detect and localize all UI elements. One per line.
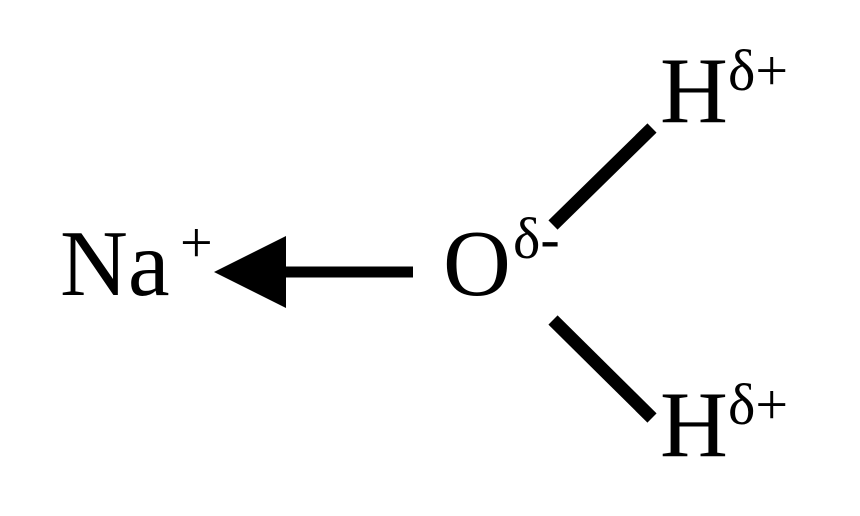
bond-o-h-top [548,123,657,230]
hydrogen-top-charge: δ+ [728,38,788,103]
oxygen-charge: δ- [513,206,560,271]
hydrogen-bottom-charge: δ+ [728,372,788,437]
coordination-arrow-head [214,236,286,308]
oxygen-label: O [443,212,511,316]
sodium-charge: + [180,210,213,275]
hydrogen-top-label: H [660,39,728,143]
hydrogen-bottom-label: H [660,373,728,477]
sodium-label: Na [60,212,170,316]
bond-o-h-bottom [548,315,657,423]
